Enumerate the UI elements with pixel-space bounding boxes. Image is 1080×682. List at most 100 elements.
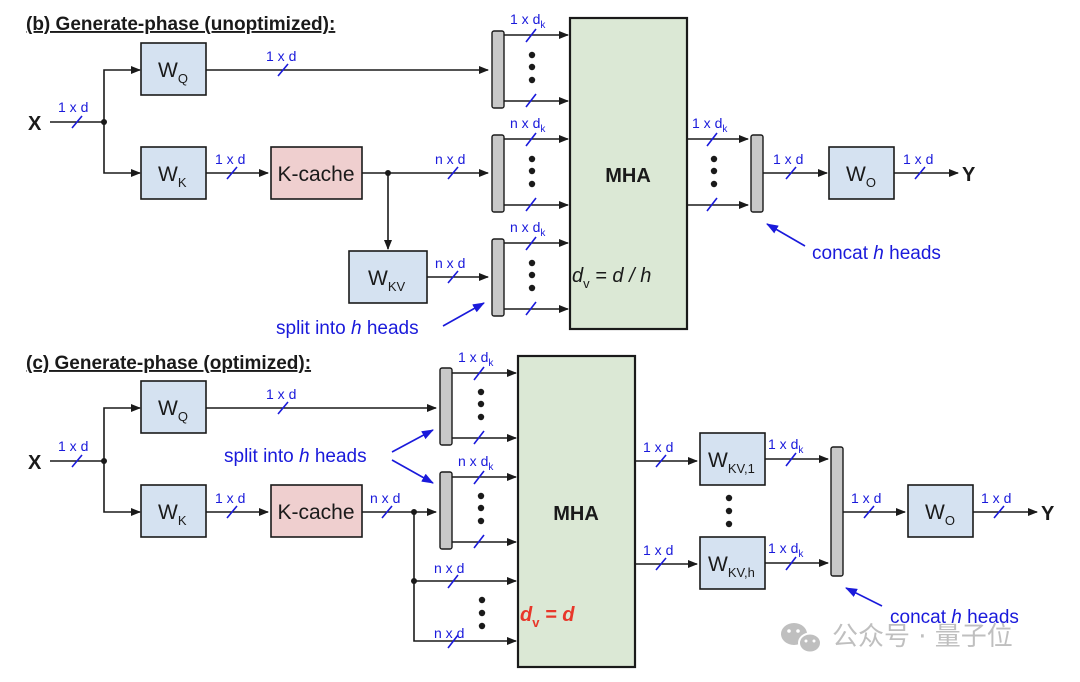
panel-c: (c) Generate-phase (optimized): X 1 x d …: [26, 349, 1055, 669]
mha-box: [568, 16, 689, 331]
mha-label: MHA: [605, 165, 651, 187]
dv-formula: dv = d: [520, 604, 575, 630]
dim-tick: [993, 505, 1005, 519]
heads-q: 1 x dk: [504, 11, 569, 108]
heads-out: 1 x dk: [687, 115, 749, 212]
dim-wo-out: 1 x d: [903, 151, 933, 167]
split-arrow-q: [391, 429, 434, 453]
dim-tick: [863, 505, 875, 519]
split-bar-k: [439, 471, 453, 550]
dim-head-q: 1 x dk: [510, 11, 546, 31]
wire-to-wk: [103, 461, 141, 516]
dim-tick: [785, 166, 797, 180]
split-bar-k: [491, 134, 505, 213]
kcache-label: K-cache: [277, 163, 354, 186]
dim-tick: [71, 115, 83, 129]
wkv1-box: [699, 432, 766, 486]
dim-wo-out: 1 x d: [981, 490, 1011, 506]
concat-annotation: concat h heads: [890, 607, 1019, 628]
wire-v-h: [413, 512, 517, 645]
wkvh-box: [699, 536, 766, 590]
dim-x-in: 1 x d: [58, 99, 88, 115]
dim-concat-out: 1 x d: [773, 151, 803, 167]
dim-tick: [447, 574, 459, 589]
mha-label: MHA: [553, 503, 599, 525]
dim-wk-out: 1 x d: [215, 490, 245, 506]
kcache-box: [270, 146, 363, 200]
concat-arrow: [845, 587, 883, 607]
wo-label: WO: [846, 163, 876, 190]
dim-x-in: 1 x d: [58, 438, 88, 454]
heads-q: 1 x dk: [452, 349, 517, 445]
mha-box: [516, 354, 637, 669]
dim-kcache-out: n x d: [370, 490, 400, 506]
v-dots: [478, 596, 486, 630]
dim-tick: [655, 557, 667, 571]
panel-b: (b) Generate-phase (unoptimized): X 1 x …: [26, 11, 976, 339]
concat-bar: [750, 134, 764, 213]
dim-tick: [447, 270, 459, 284]
wkv-dots: [725, 494, 733, 528]
wk-label: WK: [158, 163, 187, 190]
dim-wkv-out: n x d: [435, 255, 465, 271]
dim-tick: [785, 556, 797, 571]
dim-head-k: n x dk: [510, 115, 546, 135]
wk-box: [140, 146, 207, 200]
dim-tick: [71, 454, 83, 468]
dim-tick: [447, 634, 459, 649]
wk-box: [140, 484, 207, 538]
dim-tick: [447, 166, 459, 180]
dim-wkvh-out: 1 x dk: [768, 540, 804, 560]
wq-label: WQ: [158, 59, 188, 86]
dim-kcache-out: n x d: [435, 151, 465, 167]
dim-mha-out-1: 1 x d: [643, 439, 673, 455]
dim-concat-out: 1 x d: [851, 490, 881, 506]
dim-tick: [785, 452, 797, 467]
dim-wq-out: 1 x d: [266, 48, 296, 64]
dim-tick: [381, 505, 393, 519]
wq-box: [140, 380, 207, 434]
wq-label: WQ: [158, 397, 188, 424]
heads-v: n x dk: [504, 219, 569, 316]
kcache-box: [270, 484, 363, 538]
watermark-text: 公众号 · 量子位: [832, 622, 1013, 652]
dim-mha-out-h: 1 x d: [643, 542, 673, 558]
dim-vh: n x d: [434, 625, 464, 641]
concat-arrow: [766, 223, 806, 247]
dim-wkv1-out: 1 x dk: [768, 436, 804, 456]
wire-to-wk: [103, 122, 141, 177]
output-y-label: Y: [962, 164, 976, 186]
dim-wq-out: 1 x d: [266, 386, 296, 402]
dim-head-q: 1 x dk: [458, 349, 494, 369]
input-x-label: X: [28, 113, 42, 135]
panel-c-title: (c) Generate-phase (optimized):: [26, 353, 311, 374]
watermark: 公众号 · 量子位: [781, 622, 1013, 654]
split-annotation: split into h heads: [276, 318, 419, 339]
dim-head-out: 1 x dk: [692, 115, 728, 135]
dim-wk-out: 1 x d: [215, 151, 245, 167]
wo-label: WO: [925, 501, 955, 528]
kcache-label: K-cache: [277, 501, 354, 524]
concat-bar: [830, 446, 844, 577]
split-arrow: [442, 302, 485, 327]
wechat-icon: [781, 623, 822, 654]
dim-v1: n x d: [434, 560, 464, 576]
wire-to-wq: [103, 404, 141, 461]
dim-head-k: n x dk: [458, 453, 494, 473]
split-annotation: split into h heads: [224, 446, 367, 467]
dim-tick: [226, 166, 238, 180]
wkv-box: [348, 250, 428, 304]
dim-tick: [914, 166, 926, 180]
dim-tick: [277, 63, 289, 77]
heads-k: n x dk: [452, 453, 517, 549]
split-bar-q: [439, 367, 453, 446]
split-arrow-k: [391, 459, 434, 484]
dv-formula: dv = d / h: [572, 265, 651, 291]
dim-tick: [277, 401, 289, 415]
dim-tick: [655, 454, 667, 468]
wq-box: [140, 42, 207, 96]
split-bar-q: [491, 30, 505, 109]
heads-k: n x dk: [504, 115, 569, 212]
input-x-label: X: [28, 452, 42, 474]
